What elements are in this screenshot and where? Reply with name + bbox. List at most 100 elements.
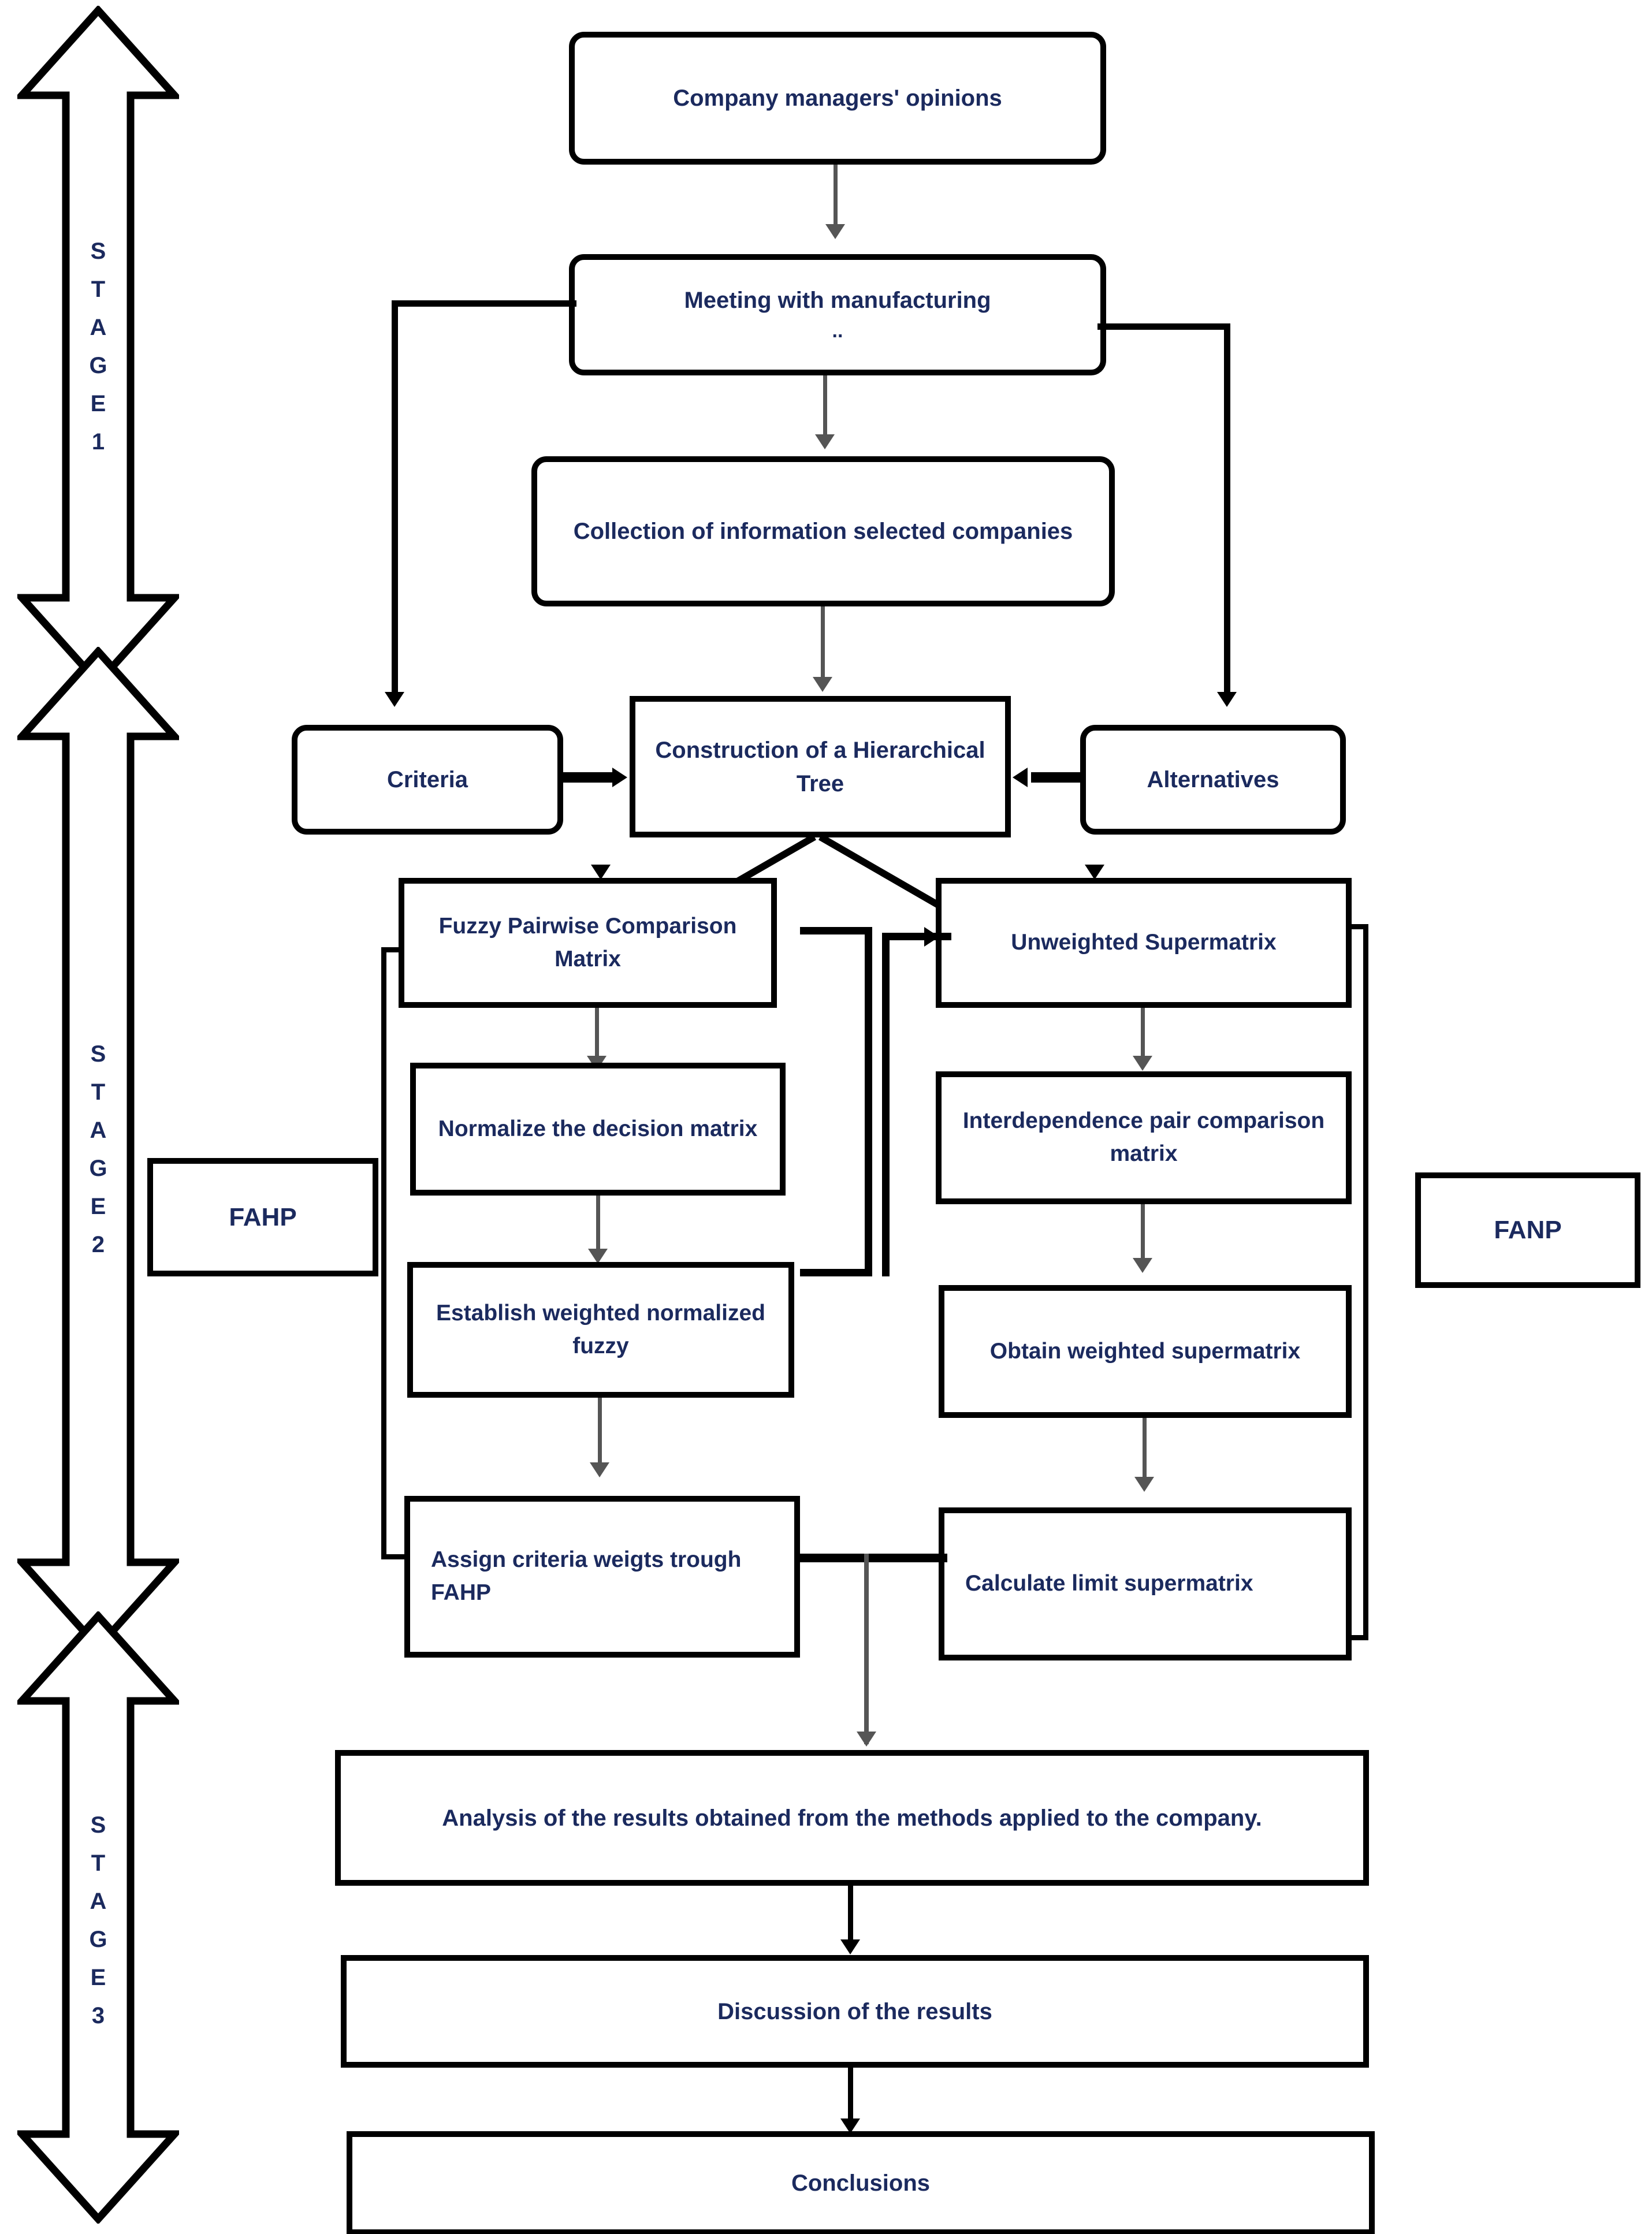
connector-arrowhead (1217, 692, 1237, 707)
node-label: Discussion of the results (717, 1998, 992, 2024)
connector-arrowhead (840, 1939, 860, 1954)
connector-line (1141, 1204, 1145, 1268)
stage-letter: T (91, 277, 106, 302)
node-meeting-with-manufacturing[interactable]: Meeting with manufacturing .. (569, 254, 1106, 375)
connector-line (848, 1886, 853, 1949)
node-fanp-label[interactable]: FANP (1415, 1172, 1640, 1288)
node-label: Interdependence pair comparison matrix (962, 1108, 1325, 1166)
stage-letter: A (90, 315, 107, 340)
node-fuzzy-pairwise-comparison-matrix[interactable]: Fuzzy Pairwise Comparison Matrix (399, 878, 777, 1008)
connector-line (1031, 772, 1083, 783)
node-label: Company managers' opinions (673, 85, 1002, 111)
node-label: Establish weighted normalized fuzzy (436, 1300, 765, 1358)
node-company-managers-opinions[interactable]: Company managers' opinions (569, 32, 1106, 165)
connector-line (882, 933, 951, 940)
stage-number: 2 (91, 1232, 105, 1257)
connector-line (823, 375, 827, 445)
connector-line (563, 772, 615, 783)
stage-letter: E (90, 391, 106, 416)
node-conclusions[interactable]: Conclusions (347, 2131, 1375, 2234)
node-calculate-limit-supermatrix[interactable]: Calculate limit supermatrix (939, 1507, 1352, 1660)
connector-line (1143, 1418, 1147, 1487)
connector-arrowhead (612, 768, 627, 787)
node-label: FANP (1494, 1216, 1562, 1245)
stage-number: 3 (91, 2003, 105, 2028)
stage-letter: G (89, 1927, 107, 1952)
node-label: Fuzzy Pairwise Comparison Matrix (438, 913, 737, 971)
connector-line (865, 927, 872, 1276)
stage-letter: S (90, 1812, 106, 1838)
stage-letter: G (89, 353, 107, 378)
connector-arrowhead (588, 1249, 608, 1264)
node-label: FAHP (229, 1202, 297, 1231)
stage-letter: A (90, 1889, 107, 1914)
connector-line (1224, 323, 1230, 699)
connector-arrowhead (1133, 1056, 1152, 1071)
stage-letter: T (91, 1079, 106, 1105)
node-label: Criteria (386, 767, 468, 792)
fanp-bracket-rail (1363, 924, 1368, 1640)
connector-arrowhead (591, 865, 611, 880)
stage-letter: A (90, 1118, 107, 1143)
node-discussion-of-results[interactable]: Discussion of the results (341, 1955, 1369, 2068)
connector-line (800, 1269, 872, 1276)
connector-line (794, 1554, 947, 1562)
stage-3-label: S T A G E 3 (17, 1692, 179, 2149)
connector-line (598, 1398, 602, 1473)
connector-arrowhead (924, 927, 939, 947)
node-hierarchical-tree[interactable]: Construction of a Hierarchical Tree (630, 696, 1011, 837)
node-establish-weighted-normalized-fuzzy[interactable]: Establish weighted normalized fuzzy (407, 1262, 794, 1398)
node-label: Calculate limit supermatrix (965, 1571, 1253, 1596)
connector-arrowhead (815, 434, 835, 449)
connector-line (392, 300, 398, 699)
node-analysis-of-results[interactable]: Analysis of the results obtained from th… (335, 1750, 1369, 1886)
connector-arrowhead (1085, 865, 1104, 880)
node-unweighted-supermatrix[interactable]: Unweighted Supermatrix (936, 878, 1352, 1008)
node-label: Conclusions (791, 2170, 931, 2196)
stage-letter: G (89, 1156, 107, 1181)
connector-line (882, 933, 890, 1276)
node-label: Unweighted Supermatrix (1011, 930, 1277, 955)
stage-2-label: S T A G E 2 (17, 878, 179, 1421)
node-label: Collection of information selected compa… (573, 519, 1073, 544)
connector-line (1141, 1008, 1145, 1066)
connector-line (595, 1008, 599, 1066)
stage-letter: T (91, 1851, 106, 1876)
node-normalize-decision-matrix[interactable]: Normalize the decision matrix (410, 1063, 786, 1196)
node-fahp-label[interactable]: FAHP (147, 1158, 378, 1276)
node-collection-of-information[interactable]: Collection of information selected compa… (531, 456, 1115, 606)
connector-line (392, 300, 576, 307)
stage-letter: E (90, 1965, 106, 1990)
node-obtain-weighted-supermatrix[interactable]: Obtain weighted supermatrix (939, 1285, 1352, 1418)
connector-arrowhead (1133, 1258, 1152, 1273)
connector-line (848, 2068, 853, 2128)
node-label: Analysis of the results obtained from th… (442, 1805, 1262, 1831)
connector-line (596, 1196, 600, 1259)
node-assign-criteria-weights[interactable]: Assign criteria weigts trough FAHP (404, 1496, 800, 1658)
node-interdependence-pair-comparison-matrix[interactable]: Interdependence pair comparison matrix (936, 1071, 1352, 1204)
connector-line (821, 606, 825, 687)
fahp-bracket-cap-top (381, 947, 404, 952)
connector-arrowhead (857, 1732, 876, 1747)
node-label: Meeting with manufacturing (684, 288, 991, 314)
stage-3-arrow (17, 1611, 179, 2224)
connector-line (1097, 323, 1230, 330)
connector-line (864, 1554, 869, 1744)
fahp-bracket-cap-bottom (381, 1554, 404, 1559)
node-label: Normalize the decision matrix (438, 1116, 758, 1141)
fanp-bracket-cap-top (1341, 924, 1364, 929)
node-criteria[interactable]: Criteria (292, 725, 563, 835)
connector-line (800, 927, 872, 934)
fahp-bracket-rail (381, 947, 386, 1559)
fanp-bracket-cap-bottom (1341, 1635, 1364, 1640)
connector-arrowhead (825, 224, 845, 239)
stage-letter: S (90, 1041, 106, 1067)
node-alternatives[interactable]: Alternatives (1080, 725, 1346, 835)
connector-arrowhead (1134, 1477, 1154, 1492)
connector-arrowhead (1013, 768, 1028, 787)
stage-letter: E (90, 1194, 106, 1219)
node-label-secondary: .. (832, 320, 843, 342)
node-label: Alternatives (1147, 767, 1279, 792)
connector-arrowhead (590, 1462, 609, 1477)
